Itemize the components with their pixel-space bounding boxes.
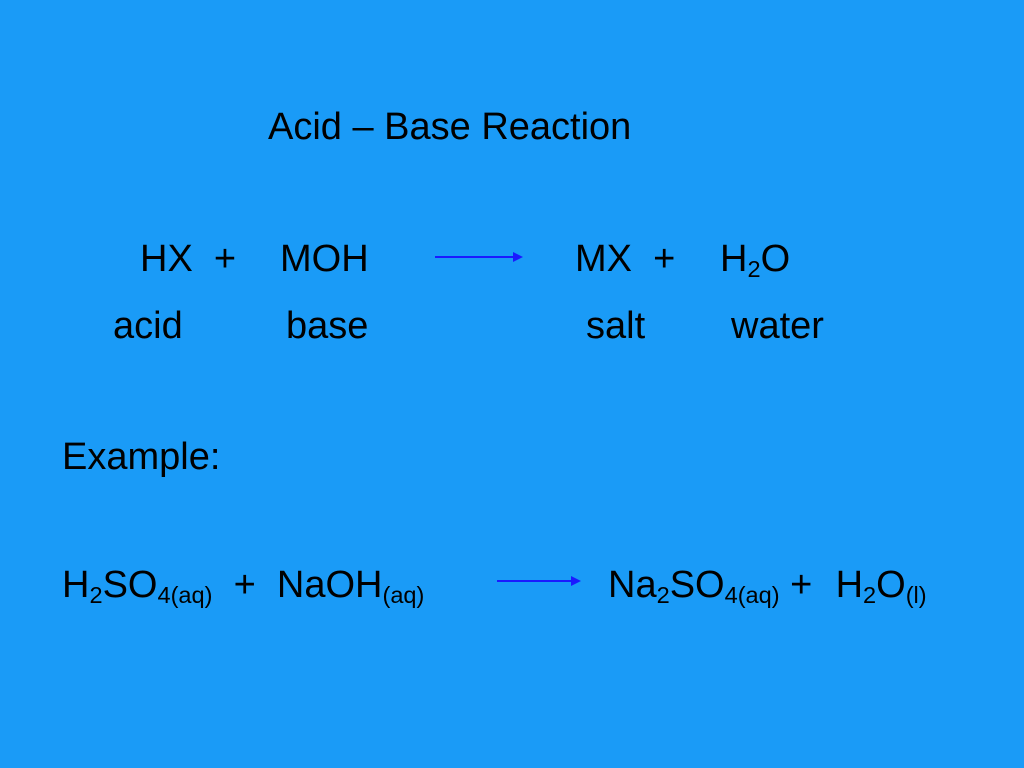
subscript: 2: [89, 581, 103, 608]
reaction-arrow-icon: [435, 252, 523, 262]
subscript: 4(aq): [724, 581, 780, 608]
formula-h: H: [62, 564, 90, 606]
formula-o: O: [876, 564, 906, 606]
example-equation-left: H2SO4(aq) + NaOH(aq): [62, 564, 424, 607]
subscript: (aq): [382, 581, 425, 608]
label-base: base: [286, 305, 369, 347]
product-water-formula: H2O: [720, 238, 791, 281]
subscript: 2: [747, 255, 761, 282]
product-sodium-sulfate: Na2SO4(aq) +: [608, 564, 813, 607]
formula-o: O: [760, 238, 791, 280]
plus-sign: +: [213, 238, 237, 280]
formula-so: SO: [102, 564, 158, 606]
label-salt: salt: [586, 305, 646, 347]
subscript: 2: [656, 581, 670, 608]
reactant-moh: MOH: [280, 238, 369, 280]
subscript: (l): [905, 581, 927, 608]
reactant-hx: HX: [140, 238, 193, 280]
general-equation-right: MX +: [575, 240, 675, 278]
subscript: 4(aq): [157, 581, 213, 608]
formula-naoh: NaOH: [276, 564, 383, 606]
plus-sign: +: [653, 238, 676, 280]
plus-sign: +: [790, 564, 813, 606]
general-equation-left: HX +: [140, 240, 247, 278]
subscript: 2: [863, 581, 877, 608]
plus-sign: +: [233, 564, 256, 606]
slide-title: Acid – Base Reaction: [268, 106, 632, 148]
formula-so: SO: [669, 564, 725, 606]
label-water: water: [731, 305, 824, 347]
product-mx: MX: [575, 238, 632, 280]
formula-h: H: [720, 238, 748, 280]
formula-na: Na: [608, 564, 657, 606]
formula-h: H: [835, 564, 864, 606]
reaction-arrow-icon: [497, 576, 581, 586]
product-water-liquid: H2O(l): [825, 564, 927, 607]
example-heading: Example:: [62, 436, 221, 478]
label-acid: acid: [113, 305, 183, 347]
